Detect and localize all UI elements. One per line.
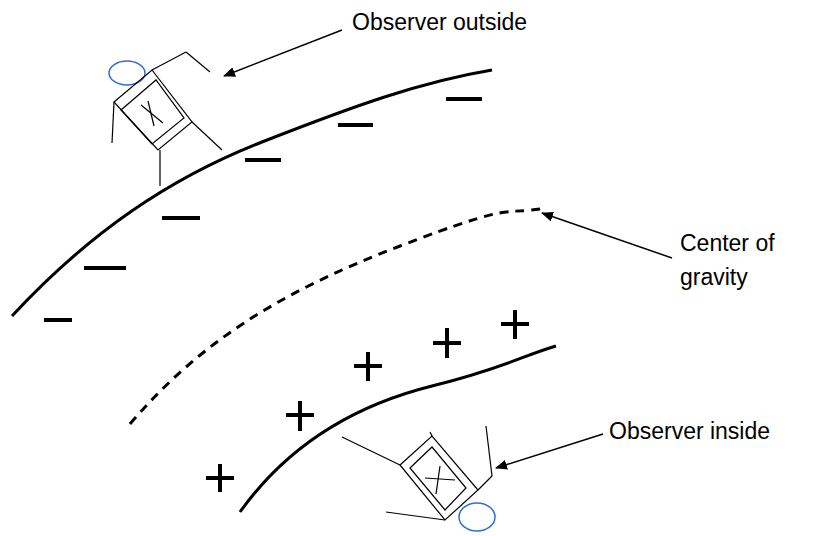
observer-label: Observer outside bbox=[350, 5, 529, 39]
gravity-center-line bbox=[130, 208, 546, 424]
observer-label: Observer inside bbox=[607, 414, 772, 448]
negative-charges bbox=[44, 99, 482, 320]
leader-arrows bbox=[224, 30, 672, 468]
outer-surface bbox=[12, 70, 492, 316]
gravity-label: Center of gravity bbox=[678, 226, 822, 294]
positive-charges bbox=[206, 310, 529, 492]
stick-figure-inside bbox=[342, 426, 495, 531]
inner-surface bbox=[240, 346, 556, 512]
stick-figure-outside bbox=[109, 52, 222, 186]
